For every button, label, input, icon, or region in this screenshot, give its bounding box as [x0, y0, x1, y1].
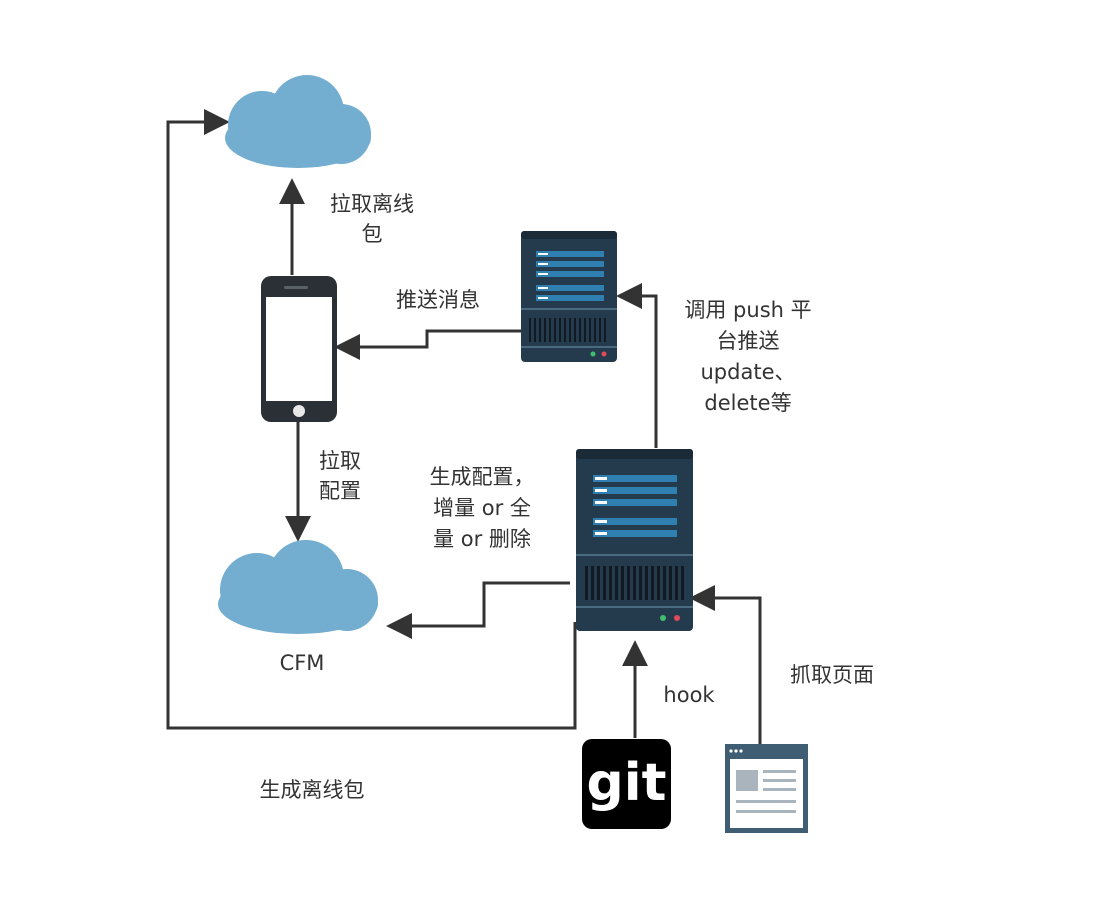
label-crawl-page: 抓取页面 [790, 663, 874, 687]
labels: 拉取离线 包 推送消息 调用 push 平 台推送 update、 delete… [260, 192, 875, 802]
label-generate-config-line3: 量 or 删除 [433, 527, 531, 551]
connectors [166, 109, 762, 745]
push-server-icon [521, 231, 617, 362]
label-generate-config-line1: 生成配置， [430, 465, 535, 489]
git-logo-text: git [587, 753, 667, 813]
label-pull-offline-line1: 拉取离线 [330, 192, 414, 216]
arrow-main-server-to-push-server [616, 283, 658, 448]
label-push-platform-line1: 调用 push 平 [684, 298, 811, 322]
label-pull-offline-line2: 包 [362, 222, 383, 246]
arrow-webpage-to-main-server [689, 585, 762, 745]
arrow-push-server-to-phone [334, 329, 521, 360]
label-push-message: 推送消息 [396, 288, 480, 312]
label-push-platform-line4: delete等 [704, 391, 791, 415]
label-generate-config-line2: 增量 or 全 [433, 496, 531, 520]
label-cfm: CFM [280, 651, 325, 675]
arrow-main-server-to-top-cloud [166, 109, 577, 730]
arrow-main-server-to-cfm [386, 581, 570, 639]
bottom-cloud-icon [218, 540, 378, 634]
main-server-icon [576, 449, 693, 631]
webpage-icon [725, 744, 808, 833]
label-pull-config-line1: 拉取 [319, 449, 361, 473]
label-push-platform-line2: 台推送 [717, 329, 780, 353]
git-logo-icon: git [582, 739, 671, 829]
label-hook: hook [663, 683, 715, 707]
label-push-platform-line3: update、 [701, 360, 796, 384]
top-cloud-icon [225, 75, 371, 168]
label-generate-offline: 生成离线包 [260, 778, 365, 802]
smartphone-icon [261, 276, 337, 422]
label-pull-config-line2: 配置 [319, 479, 361, 503]
